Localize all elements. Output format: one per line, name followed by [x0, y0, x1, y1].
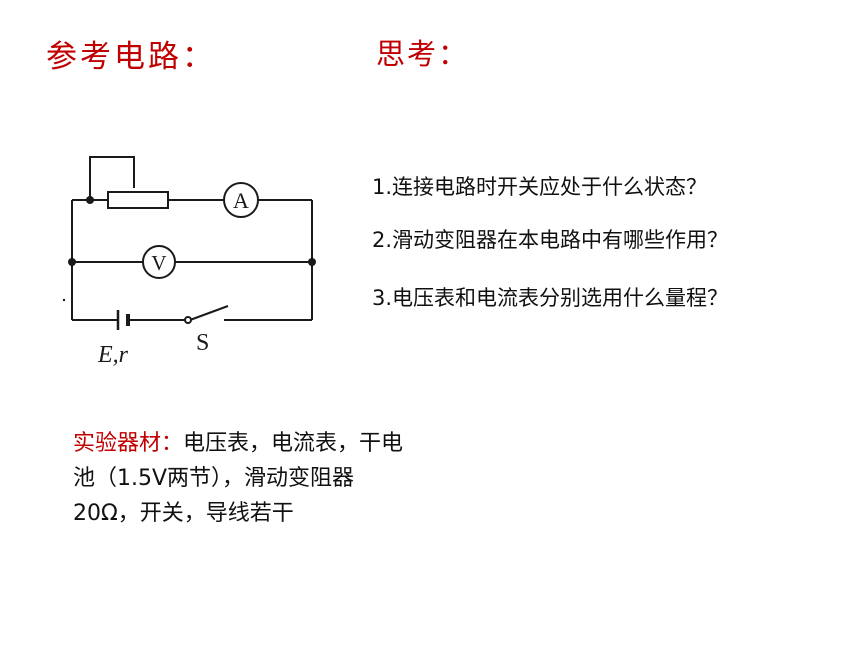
voltmeter-symbol [142, 245, 176, 279]
battery-label: E,r [97, 342, 129, 368]
switch-pivot [184, 316, 192, 324]
rheostat [107, 191, 169, 209]
voltmeter-label: V [151, 251, 166, 275]
junction-dot [308, 258, 316, 266]
thinking-heading: 思考： [376, 37, 470, 71]
stray-dot [62, 298, 66, 302]
junction-dot [86, 196, 94, 204]
question-1: 1.连接电路时开关应处于什么状态？ [372, 175, 708, 199]
ammeter-symbol [223, 182, 259, 218]
ammeter-label: A [233, 188, 249, 213]
materials-label: 实验器材： [73, 431, 184, 456]
question-3: 3.电压表和电流表分别选用什么量程？ [372, 286, 729, 310]
rheostat-slider [89, 156, 135, 200]
junction-dot [68, 258, 76, 266]
question-2: 2.滑动变阻器在本电路中有哪些作用？ [372, 228, 729, 252]
materials-text: 电压表，电流表，干电池（1.5V两节），滑动变阻器20Ω，开关，导线若干 [73, 431, 404, 526]
switch-blade [189, 305, 229, 321]
switch-label: S [196, 330, 209, 356]
circuit-diagram: A V S E,r [62, 156, 316, 368]
reference-circuit-heading: 参考电路： [46, 39, 216, 75]
materials-block: 实验器材：电压表，电流表，干电池（1.5V两节），滑动变阻器20Ω，开关，导线若… [73, 426, 413, 531]
